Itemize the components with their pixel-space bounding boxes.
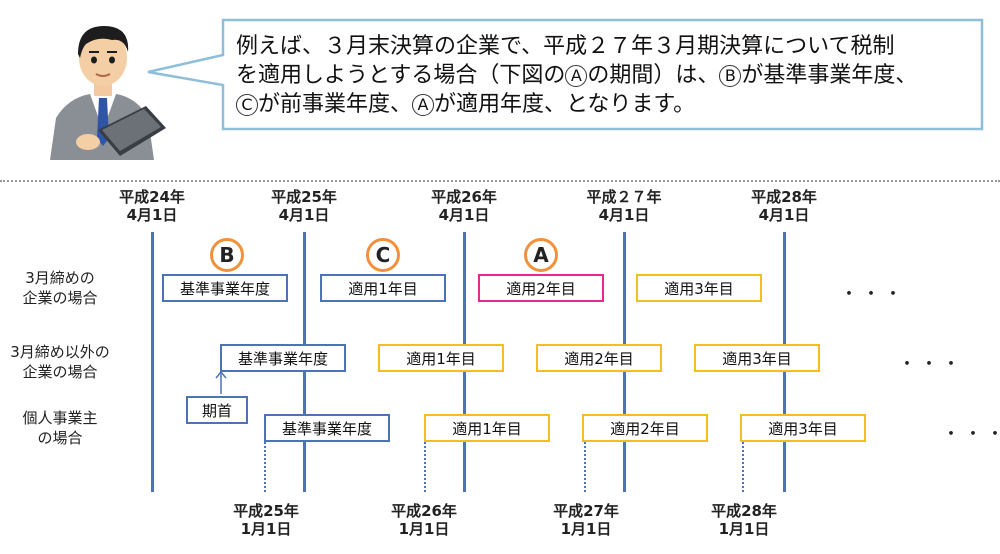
row1-year-3: 適用3年目 [636,274,762,302]
bubble-text: 例えば、３月末決算の企業で、平成２７年３月期決算について税制 を適用しようとする… [236,32,966,119]
jan-line-1 [264,442,266,492]
row-label-march-close: 3月締めの企業の場合 [22,269,98,307]
circled-a-inline-2: A [412,94,435,116]
bubble-line-1: 例えば、３月末決算の企業で、平成２７年３月期決算について税制 [236,34,895,59]
bubble-line-3b: が適用年度、となります。 [434,92,696,117]
speech-bubble [147,18,984,131]
marker-c: C [366,238,400,272]
marker-b: B [210,238,244,272]
row3-base-year: 基準事業年度 [264,414,390,442]
bubble-line-2a: を適用しようとする場合（下図の [236,63,566,88]
row3-year-1: 適用1年目 [424,414,550,442]
section-divider [0,180,1000,182]
timeline-line-1 [151,232,154,492]
circled-a-inline: A [565,65,588,87]
row1-year-2: 適用2年目 [478,274,604,302]
businessman-avatar-illustration [28,10,178,160]
row3-year-2: 適用2年目 [582,414,708,442]
jan-line-4 [742,442,744,492]
row-label-sole-proprietor: 個人事業主の場合 [22,409,98,447]
row3-year-3: 適用3年目 [740,414,866,442]
row2-base-year: 基準事業年度 [220,344,346,372]
row2-year-2: 適用2年目 [536,344,662,372]
bubble-line-2c: が基準事業年度、 [741,63,918,88]
row2-year-1: 適用1年目 [378,344,504,372]
circled-c-inline: C [236,94,258,116]
row2-ellipsis: ・・・ [898,354,964,375]
bubble-line-3a: が前事業年度、 [258,92,413,117]
circled-b-inline: B [719,65,742,87]
start-arrow-icon [215,370,227,394]
row1-base-year: 基準事業年度 [162,274,288,302]
row-label-non-march: 3月締め以外の企業の場合 [10,343,110,381]
row3-ellipsis: ・・・ [942,424,1000,445]
marker-a: A [524,238,558,272]
row1-year-1: 適用1年目 [320,274,446,302]
jan-line-2 [424,442,426,492]
jan-line-3 [584,442,586,492]
row2-year-3: 適用3年目 [694,344,820,372]
fiscal-start-label: 期首 [186,396,248,424]
bubble-line-2b: の期間）は、 [587,63,720,88]
row1-ellipsis: ・・・ [840,284,906,305]
